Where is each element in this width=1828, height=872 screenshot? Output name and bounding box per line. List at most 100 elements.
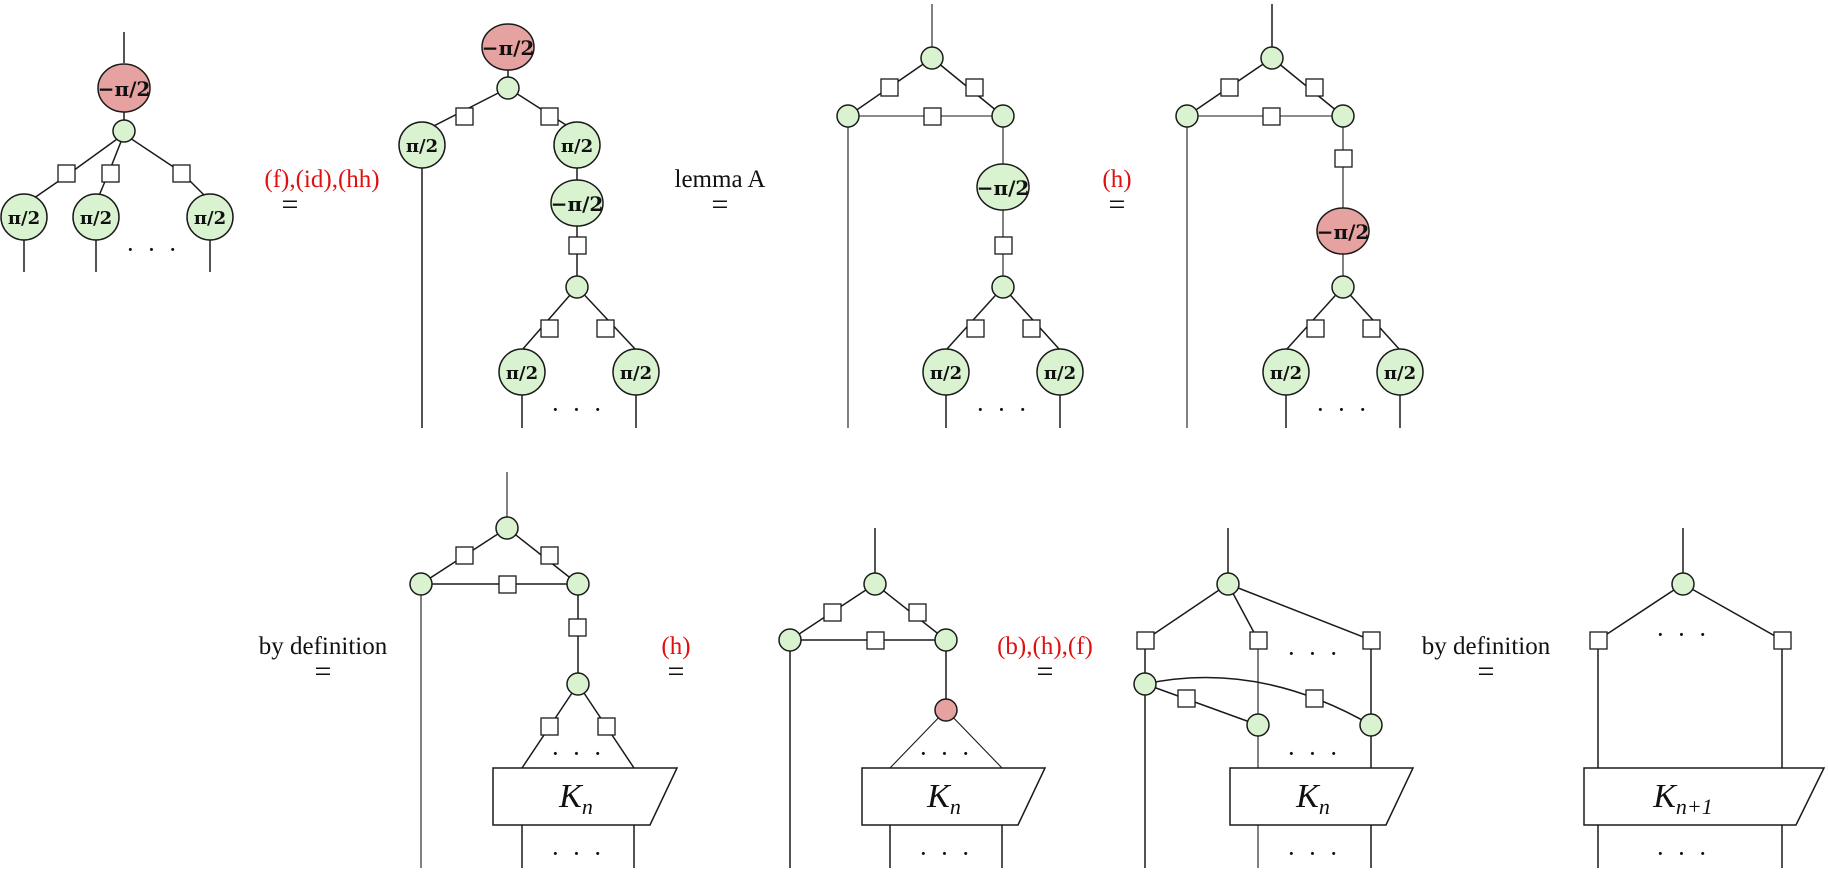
hadamard-box bbox=[1334, 149, 1353, 168]
rewrite-label: (f),(id),(hh) bbox=[264, 166, 379, 193]
phase-label: π/2 bbox=[1270, 363, 1302, 384]
hadamard-box bbox=[823, 603, 842, 622]
hadamard-box bbox=[1220, 78, 1239, 97]
hadamard-box bbox=[1306, 319, 1325, 338]
row2-diagram-2: · · · Kn · · · bbox=[778, 528, 1047, 868]
hadamard-box bbox=[1262, 107, 1281, 126]
green-spider bbox=[566, 672, 590, 696]
hadamard-box bbox=[1177, 689, 1196, 708]
ellipsis: · · · bbox=[551, 739, 605, 768]
hadamard-box bbox=[965, 78, 984, 97]
row2-diagram-3: · · · · · · Kn · · · bbox=[1133, 528, 1415, 868]
row1-diagram-2: −π/2 π/2 π/2 −π/2 π/2 π/2 · · · bbox=[398, 23, 660, 428]
k-n-plus-1-label: Kn+1 bbox=[1652, 778, 1713, 819]
phase-label: π/2 bbox=[930, 363, 962, 384]
row1-diagram-4: −π/2 π/2 π/2 · · · bbox=[1175, 4, 1424, 428]
hadamard-box bbox=[498, 575, 517, 594]
rewrite-label: lemma A bbox=[675, 166, 766, 193]
hadamard-box bbox=[596, 319, 615, 338]
rewrite-label: (h) bbox=[661, 633, 690, 660]
red-spider bbox=[934, 698, 958, 722]
green-spider bbox=[863, 572, 887, 596]
green-spider bbox=[566, 572, 590, 596]
phase-label: π/2 bbox=[506, 363, 538, 384]
hadamard-box bbox=[1773, 631, 1792, 650]
phase-label: π/2 bbox=[8, 208, 40, 229]
green-spider bbox=[1260, 46, 1284, 70]
red-spider-minus-half-pi bbox=[1316, 207, 1370, 255]
ellipsis: · · · bbox=[1287, 639, 1341, 668]
ellipsis: · · · bbox=[976, 395, 1030, 424]
ellipsis: · · · bbox=[919, 739, 973, 768]
phase-label: π/2 bbox=[80, 208, 112, 229]
phase-label: −π/2 bbox=[551, 192, 604, 216]
k-n-box bbox=[1229, 767, 1415, 826]
hadamard-box bbox=[540, 107, 559, 126]
red-spider-minus-half-pi bbox=[97, 63, 151, 113]
ellipsis: · · · bbox=[1316, 395, 1370, 424]
hadamard-box bbox=[1022, 319, 1041, 338]
hadamard-box bbox=[57, 164, 76, 183]
ellipsis: · · · bbox=[551, 839, 605, 868]
equals-sign: = bbox=[712, 188, 729, 221]
green-spider bbox=[920, 46, 944, 70]
k-n-label: Kn bbox=[926, 778, 961, 819]
green-spider bbox=[991, 275, 1015, 299]
hadamard-box bbox=[923, 107, 942, 126]
hadamard-box bbox=[1249, 631, 1268, 650]
green-spider bbox=[1246, 713, 1270, 737]
phase-label: −π/2 bbox=[977, 176, 1030, 200]
k-n-label: Kn bbox=[558, 778, 593, 819]
hadamard-box bbox=[1362, 319, 1381, 338]
equals-sign: = bbox=[282, 188, 299, 221]
hadamard-box bbox=[540, 546, 559, 565]
phase-label: π/2 bbox=[1384, 363, 1416, 384]
hadamard-box bbox=[172, 164, 191, 183]
green-spider bbox=[991, 104, 1015, 128]
rewrite-label: by definition bbox=[1422, 633, 1551, 660]
hadamard-box bbox=[1136, 631, 1155, 650]
hadamard-box bbox=[568, 618, 587, 637]
ellipsis: · · · bbox=[919, 839, 973, 868]
row1-diagram-1: −π/2 π/2 π/2 π/2 · · · bbox=[0, 32, 234, 272]
ellipsis: · · · bbox=[1656, 620, 1710, 649]
equals-sign: = bbox=[315, 655, 332, 688]
green-spider-half-pi bbox=[612, 348, 660, 396]
green-spider bbox=[1359, 713, 1383, 737]
hadamard-box bbox=[455, 546, 474, 565]
ellipsis: · · · bbox=[126, 235, 180, 264]
phase-label: π/2 bbox=[561, 136, 593, 157]
ellipsis: · · · bbox=[1287, 739, 1341, 768]
green-spider-half-pi bbox=[398, 121, 446, 169]
green-spider bbox=[1671, 572, 1695, 596]
rewrite-label: (b),(h),(f) bbox=[997, 633, 1093, 660]
k-n-plus-1-box bbox=[1583, 767, 1826, 826]
row2-diagram-4: · · · Kn+1 · · · bbox=[1583, 528, 1826, 868]
hadamard-box bbox=[908, 603, 927, 622]
green-spider-half-pi bbox=[1262, 348, 1310, 396]
green-spider-half-pi bbox=[1376, 348, 1424, 396]
k-n-box bbox=[492, 767, 679, 826]
phase-label: −π/2 bbox=[1317, 220, 1370, 244]
red-spider-minus-half-pi bbox=[481, 23, 535, 71]
phase-label: −π/2 bbox=[98, 77, 151, 101]
hadamard-box bbox=[1589, 631, 1608, 650]
hadamard-box bbox=[880, 78, 899, 97]
phase-label: π/2 bbox=[1044, 363, 1076, 384]
phase-label: π/2 bbox=[406, 136, 438, 157]
hadamard-box bbox=[568, 236, 587, 255]
green-spider bbox=[934, 628, 958, 652]
green-spider bbox=[112, 119, 136, 143]
ellipsis: · · · bbox=[1287, 839, 1341, 868]
hadamard-box bbox=[1362, 631, 1381, 650]
equals-sign: = bbox=[1037, 655, 1054, 688]
equals-sign: = bbox=[1109, 188, 1126, 221]
hadamard-box bbox=[866, 631, 885, 650]
phase-label: π/2 bbox=[620, 363, 652, 384]
hadamard-box bbox=[1305, 78, 1324, 97]
equals-sign: = bbox=[1478, 655, 1495, 688]
green-spider-half-pi bbox=[1036, 348, 1084, 396]
rewrite-label: by definition bbox=[259, 633, 388, 660]
green-spider bbox=[1216, 572, 1240, 596]
